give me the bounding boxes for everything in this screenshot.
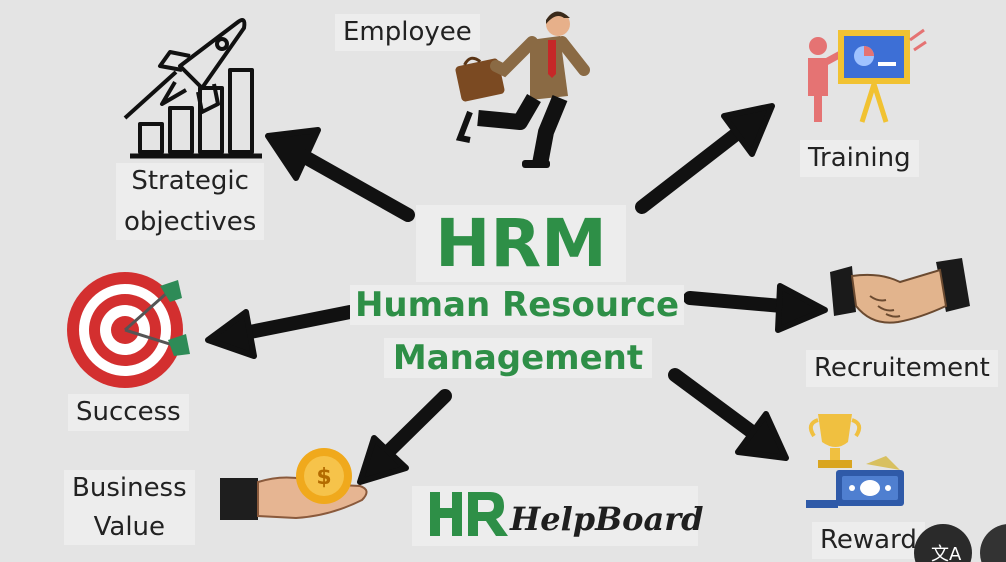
node-label-employee: Employee	[335, 14, 480, 51]
coin-hand-icon: $	[220, 448, 368, 520]
center-subtitle-line-1: Human Resource	[350, 285, 684, 325]
hr-logo-mark	[412, 486, 698, 546]
business-line-2: Value	[93, 511, 166, 542]
rocket-chart-icon	[123, 18, 262, 159]
logo-wordmark: HelpBoard	[510, 500, 704, 538]
target-icon	[67, 272, 190, 388]
node-label-strategic-objectives: Strategic objectives	[116, 163, 265, 240]
node-label-training: Training	[800, 140, 919, 177]
arrow-to-reward	[668, 368, 789, 461]
presentation-board-icon	[808, 28, 927, 123]
center-title-hrm: HRM	[416, 205, 626, 282]
arrow-to-strategic	[265, 127, 415, 222]
node-label-reward: Reward	[812, 522, 925, 559]
node-label-recruitement: Recruitement	[806, 350, 998, 387]
svg-text:$: $	[316, 465, 331, 490]
running-businessman-icon	[455, 11, 590, 168]
translate-icon: 文A	[931, 544, 962, 562]
strategic-line-1: Strategic	[131, 166, 249, 196]
arrow-to-success	[205, 305, 357, 359]
arrow-to-training	[635, 103, 775, 214]
business-line-1: Business	[72, 473, 187, 503]
arrows	[205, 103, 828, 485]
center-subtitle-line-2: Management	[384, 338, 652, 378]
handshake-icon	[830, 258, 970, 324]
trophy-money-icon	[806, 414, 904, 508]
node-label-success: Success	[68, 394, 189, 431]
strategic-line-2: objectives	[124, 206, 257, 237]
arrow-to-business-value	[357, 389, 452, 485]
node-label-business-value: Business Value	[64, 470, 195, 545]
arrow-to-recruitement	[683, 283, 828, 333]
